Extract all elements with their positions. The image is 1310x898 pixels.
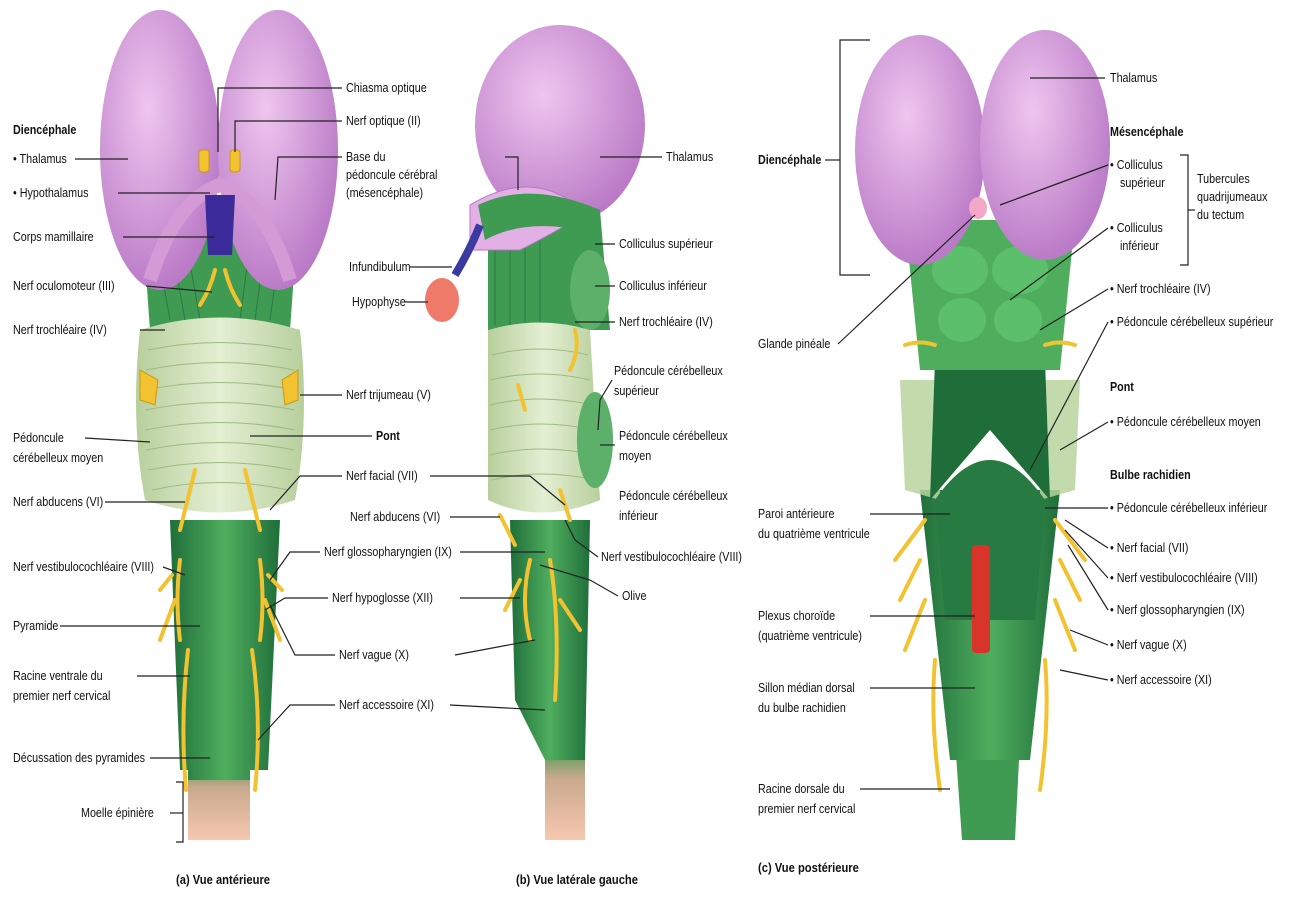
label-colliculus-inf-c-2: inférieur [1120, 239, 1159, 254]
label-nerf-trijumeau: Nerf trijumeau (V) [346, 388, 431, 403]
label-bulbe: Bulbe rachidien [1110, 468, 1191, 483]
label-paroi-2: du quatrième ventricule [758, 527, 870, 542]
label-nerf-vestibulo-c: • Nerf vestibulocochléaire (VIII) [1110, 571, 1258, 586]
hypophysis-b [425, 278, 459, 322]
label-base-pedoncule-3: (mésencéphale) [346, 186, 423, 201]
label-nerf-vague-a: Nerf vague (X) [339, 648, 409, 663]
label-tubercules-1: Tubercules [1197, 172, 1250, 187]
cerebellar-peduncle-b [577, 392, 613, 488]
panel-a-illustration [100, 10, 338, 840]
label-diencephale-c: Diencéphale [758, 153, 821, 168]
label-nerf-vestibulo-b: Nerf vestibulocochléaire (VIII) [601, 550, 742, 565]
label-corps-mamillaire: Corps mamillaire [13, 230, 94, 245]
choroid-plexus-c [972, 545, 990, 653]
label-nerf-optique: Nerf optique (II) [346, 114, 421, 129]
label-ped-inf-b-2: inférieur [619, 509, 658, 524]
label-colliculus-sup-c-2: supérieur [1120, 176, 1165, 191]
thalamus-left-c [855, 35, 985, 265]
caption-b: (b) Vue latérale gauche [516, 872, 638, 887]
panel-b-illustration [425, 25, 645, 840]
label-diencephale-a: Diencéphale [13, 123, 76, 138]
pons-a [136, 318, 304, 513]
label-thalamus-a: • Thalamus [13, 152, 67, 167]
label-nerf-accessoire-a: Nerf accessoire (XI) [339, 698, 434, 713]
label-colliculus-sup-b: Colliculus supérieur [619, 237, 713, 252]
medulla-b [510, 520, 590, 760]
caption-a: (a) Vue antérieure [176, 872, 270, 887]
label-nerf-glosso-c: • Nerf glossopharyngien (IX) [1110, 603, 1245, 618]
label-base-pedoncule-1: Base du [346, 150, 385, 165]
label-nerf-vague-c: • Nerf vague (X) [1110, 638, 1187, 653]
label-pedoncule-moyen-a-1: Pédoncule [13, 431, 64, 446]
label-nerf-trochleaire-c: • Nerf trochléaire (IV) [1110, 282, 1211, 297]
label-ped-inf-c: • Pédoncule cérébelleux inférieur [1110, 501, 1267, 516]
label-colliculus-sup-c-1: • Colliculus [1110, 158, 1163, 173]
panel-c-illustration [855, 30, 1110, 840]
label-ped-sup-c: • Pédoncule cérébelleux supérieur [1110, 315, 1273, 330]
label-ped-sup-b-2: supérieur [614, 384, 659, 399]
label-hypothalamus-a: • Hypothalamus [13, 186, 88, 201]
label-tubercules-2: quadrijumeaux [1197, 190, 1268, 205]
label-racine-dorsale-1: Racine dorsale du [758, 782, 845, 797]
label-nerf-hypoglosse: Nerf hypoglosse (XII) [332, 591, 433, 606]
colliculi-b [570, 250, 610, 330]
label-tubercules-3: du tectum [1197, 208, 1244, 223]
label-nerf-facial-a: Nerf facial (VII) [346, 469, 418, 484]
label-infundibulum: Infundibulum [349, 260, 411, 275]
label-nerf-accessoire-c: • Nerf accessoire (XI) [1110, 673, 1212, 688]
label-nerf-abducens-a: Nerf abducens (VI) [13, 495, 103, 510]
label-racine-ventrale-1: Racine ventrale du [13, 669, 103, 684]
colliculus-inf-right-c [994, 298, 1042, 342]
label-racine-dorsale-2: premier nerf cervical [758, 802, 855, 817]
label-nerf-facial-c: • Nerf facial (VII) [1110, 541, 1188, 556]
label-ped-sup-b-1: Pédoncule cérébelleux [614, 364, 723, 379]
label-sillon-2: du bulbe rachidien [758, 701, 846, 716]
label-olive: Olive [622, 589, 646, 604]
label-base-pedoncule-2: pédoncule cérébral [346, 168, 437, 183]
label-nerf-abducens-b: Nerf abducens (VI) [350, 510, 440, 525]
label-pyramide: Pyramide [13, 619, 58, 634]
label-racine-ventrale-2: premier nerf cervical [13, 689, 110, 704]
label-pedoncule-moyen-a-2: cérébelleux moyen [13, 451, 103, 466]
label-pont-c: Pont [1110, 380, 1134, 395]
label-mesencephale: Mésencéphale [1110, 125, 1184, 140]
label-ped-moy-b-2: moyen [619, 449, 651, 464]
label-hypophyse: Hypophyse [352, 295, 406, 310]
label-paroi-1: Paroi antérieure [758, 507, 834, 522]
label-plexus-2: (quatrième ventricule) [758, 629, 862, 644]
label-glande-pineale: Glande pinéale [758, 337, 830, 352]
label-nerf-vestibulo-a: Nerf vestibulocochléaire (VIII) [13, 560, 154, 575]
label-nerf-trochleaire-a: Nerf trochléaire (IV) [13, 323, 107, 338]
label-ped-moy-c: • Pédoncule cérébelleux moyen [1110, 415, 1261, 430]
label-ped-moy-b-1: Pédoncule cérébelleux [619, 429, 728, 444]
label-ped-inf-b-1: Pédoncule cérébelleux [619, 489, 728, 504]
label-chiasma: Chiasma optique [346, 81, 427, 96]
hypothalamus-a [205, 195, 235, 255]
label-colliculus-inf-b: Colliculus inférieur [619, 279, 707, 294]
label-pont-a: Pont [376, 429, 400, 444]
label-nerf-oculomoteur: Nerf oculomoteur (III) [13, 279, 115, 294]
label-moelle: Moelle épinière [81, 806, 154, 821]
caption-c: (c) Vue postérieure [758, 860, 859, 875]
label-decussation: Décussation des pyramides [13, 751, 145, 766]
label-nerf-trochleaire-b: Nerf trochléaire (IV) [619, 315, 713, 330]
label-sillon-1: Sillon médian dorsal [758, 681, 855, 696]
label-nerf-glosso-a: Nerf glossopharyngien (IX) [324, 545, 452, 560]
thalamus-right-c [980, 30, 1110, 260]
label-colliculus-inf-c-1: • Colliculus [1110, 221, 1163, 236]
label-thalamus-b: Thalamus [666, 150, 713, 165]
label-plexus-1: Plexus choroïde [758, 609, 835, 624]
label-thalamus-c: Thalamus [1110, 71, 1157, 86]
colliculus-inf-left-c [938, 298, 986, 342]
pineal-gland-c [969, 197, 987, 219]
